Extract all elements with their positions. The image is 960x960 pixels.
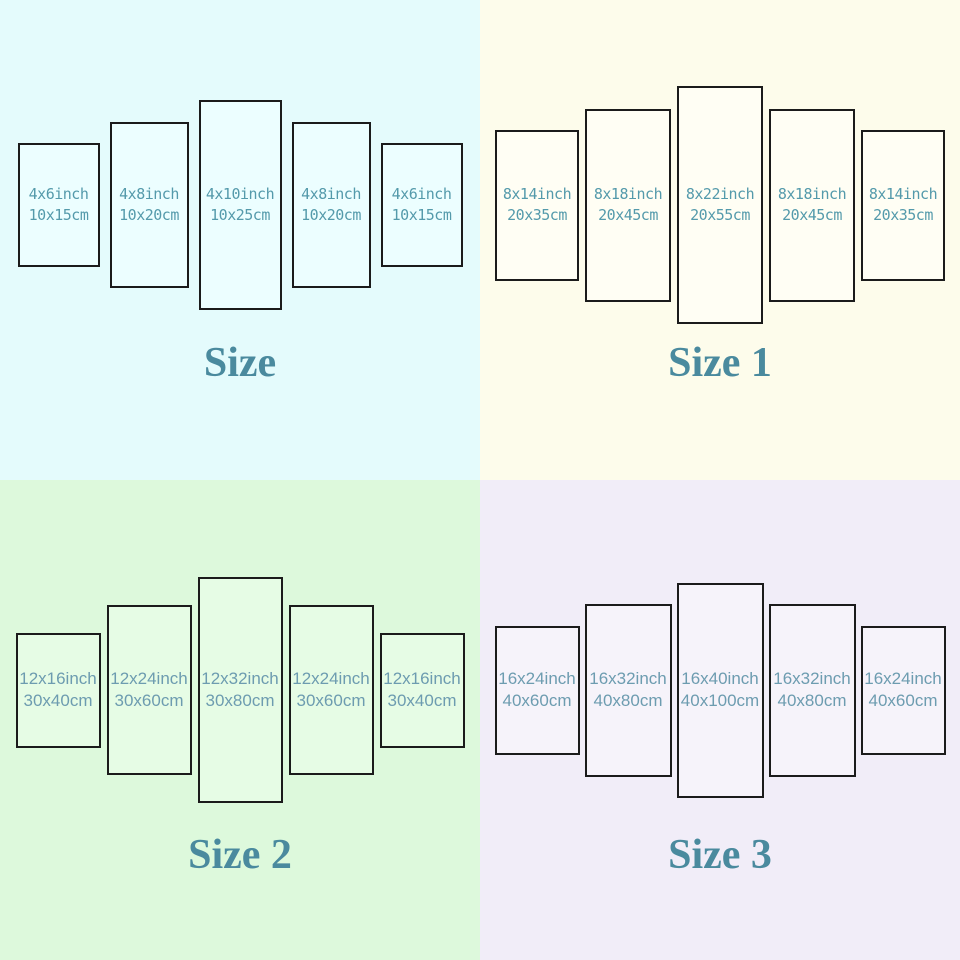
panel-rect: 12x16inch 30x40cm <box>379 632 465 748</box>
panel-size-label: 12x24inch 30x60cm <box>292 668 370 712</box>
panel-rect: 8x18inch 20x45cm <box>585 108 671 302</box>
panel-rect: 8x22inch 20x55cm <box>677 86 763 324</box>
panel-rect: 16x32inch 40x80cm <box>768 603 856 777</box>
panel-rect: 16x32inch 40x80cm <box>584 603 672 777</box>
panel-rect: 4x8inch 10x20cm <box>109 122 189 288</box>
panel-cm-label: 40x60cm <box>868 691 938 710</box>
panel-size-label: 4x6inch 10x15cm <box>29 184 89 226</box>
panel-inch-label: 12x16inch <box>19 669 97 688</box>
panel-cm-label: 40x80cm <box>777 691 847 710</box>
panel-rect: 16x24inch 40x60cm <box>860 625 946 755</box>
panel-size-label: 16x40inch 40x100cm <box>681 668 759 712</box>
panel-cm-label: 40x80cm <box>593 691 663 710</box>
panel-cm-label: 20x45cm <box>598 206 658 224</box>
panel-cm-label: 10x20cm <box>119 206 179 224</box>
panel-rect: 4x10inch 10x25cm <box>198 100 282 310</box>
panel-size-label: 16x32inch 40x80cm <box>773 668 851 712</box>
panel-inch-label: 12x16inch <box>383 669 461 688</box>
panel-inch-label: 8x18inch <box>777 185 847 203</box>
panel-rect: 8x14inch 20x35cm <box>861 129 945 281</box>
panel-size-label: 12x16inch 30x40cm <box>19 668 97 712</box>
panel-inch-label: 12x32inch <box>201 669 279 688</box>
panel-size-label: 12x24inch 30x60cm <box>110 668 188 712</box>
panel-inch-label: 4x8inch <box>119 185 179 203</box>
panel-size-label: 4x10inch 10x25cm <box>205 184 275 226</box>
panel-size-label: 16x32inch 40x80cm <box>589 668 667 712</box>
panel-cm-label: 20x35cm <box>873 206 933 224</box>
panel-rect: 4x6inch 10x15cm <box>380 143 463 267</box>
panel-size-label: 12x32inch 30x80cm <box>201 668 279 712</box>
panel-inch-label: 4x8inch <box>301 185 361 203</box>
size-title: Size 3 <box>668 832 772 878</box>
quadrant-size-1: 8x14inch 20x35cm 8x18inch 20x45cm 8x22in… <box>480 0 960 480</box>
panel-inch-label: 16x24inch <box>498 669 576 688</box>
panel-inch-label: 12x24inch <box>292 669 370 688</box>
quadrant-size: 4x6inch 10x15cm 4x8inch 10x20cm 4x10inch… <box>0 0 480 480</box>
panel-inch-label: 16x24inch <box>864 669 942 688</box>
panel-cm-label: 10x25cm <box>210 206 270 224</box>
panel-size-label: 16x24inch 40x60cm <box>864 668 942 712</box>
quadrant-size-3: 16x24inch 40x60cm 16x32inch 40x80cm 16x4… <box>480 480 960 960</box>
panel-inch-label: 16x32inch <box>589 669 667 688</box>
quadrant-size-2: 12x16inch 30x40cm 12x24inch 30x60cm 12x3… <box>0 480 480 960</box>
panel-cm-label: 10x20cm <box>301 206 361 224</box>
panel-rect: 8x18inch 20x45cm <box>769 108 855 302</box>
panel-rect: 12x24inch 30x60cm <box>288 605 374 775</box>
panel-cm-label: 30x60cm <box>114 691 184 710</box>
panel-size-label: 8x22inch 20x55cm <box>685 184 755 226</box>
panel-rect: 12x24inch 30x60cm <box>106 605 192 775</box>
size-title: Size 1 <box>668 340 772 386</box>
size-title: Size <box>203 340 277 386</box>
panel-cm-label: 20x45cm <box>782 206 842 224</box>
panel-cm-label: 30x40cm <box>387 691 457 710</box>
panel-cm-label: 40x100cm <box>680 691 760 710</box>
panel-row: 12x16inch 30x40cm 12x24inch 30x60cm 12x3… <box>0 480 480 900</box>
panel-rect: 16x40inch 40x100cm <box>676 582 764 798</box>
panel-rect: 4x8inch 10x20cm <box>291 122 371 288</box>
panel-cm-label: 20x35cm <box>507 206 567 224</box>
panel-cm-label: 20x55cm <box>690 206 750 224</box>
panel-rect: 12x16inch 30x40cm <box>15 632 101 748</box>
panel-cm-label: 40x60cm <box>502 691 572 710</box>
panel-inch-label: 8x18inch <box>593 185 663 203</box>
panel-row: 8x14inch 20x35cm 8x18inch 20x45cm 8x22in… <box>480 0 960 410</box>
panel-size-label: 4x6inch 10x15cm <box>392 184 452 226</box>
panel-size-label: 8x14inch 20x35cm <box>868 184 938 226</box>
panel-inch-label: 8x14inch <box>502 185 572 203</box>
panel-rect: 8x14inch 20x35cm <box>495 129 579 281</box>
panel-size-label: 16x24inch 40x60cm <box>498 668 576 712</box>
panel-inch-label: 4x6inch <box>28 185 89 203</box>
panel-inch-label: 4x6inch <box>391 185 452 203</box>
panel-cm-label: 30x80cm <box>205 691 275 710</box>
panel-cm-label: 10x15cm <box>28 206 89 224</box>
panel-rect: 16x24inch 40x60cm <box>494 625 580 755</box>
panel-inch-label: 8x14inch <box>868 185 938 203</box>
panel-size-label: 8x18inch 20x45cm <box>593 184 663 226</box>
panel-size-label: 12x16inch 30x40cm <box>383 668 461 712</box>
panel-size-label: 4x8inch 10x20cm <box>119 184 179 226</box>
panel-inch-label: 4x10inch <box>205 185 275 203</box>
panel-size-label: 8x14inch 20x35cm <box>502 184 572 226</box>
panel-rect: 12x32inch 30x80cm <box>197 577 283 803</box>
panel-inch-label: 12x24inch <box>110 669 188 688</box>
panel-size-label: 4x8inch 10x20cm <box>301 184 361 226</box>
panel-row: 4x6inch 10x15cm 4x8inch 10x20cm 4x10inch… <box>0 0 480 410</box>
size-title: Size 2 <box>188 832 292 878</box>
panel-rect: 4x6inch 10x15cm <box>17 143 100 267</box>
panel-cm-label: 10x15cm <box>391 206 452 224</box>
panel-inch-label: 16x32inch <box>773 669 851 688</box>
panel-inch-label: 8x22inch <box>685 185 755 203</box>
panel-cm-label: 30x40cm <box>23 691 93 710</box>
panel-size-label: 8x18inch 20x45cm <box>777 184 847 226</box>
panel-inch-label: 16x40inch <box>681 669 759 688</box>
panel-row: 16x24inch 40x60cm 16x32inch 40x80cm 16x4… <box>480 480 960 900</box>
panel-cm-label: 30x60cm <box>296 691 366 710</box>
